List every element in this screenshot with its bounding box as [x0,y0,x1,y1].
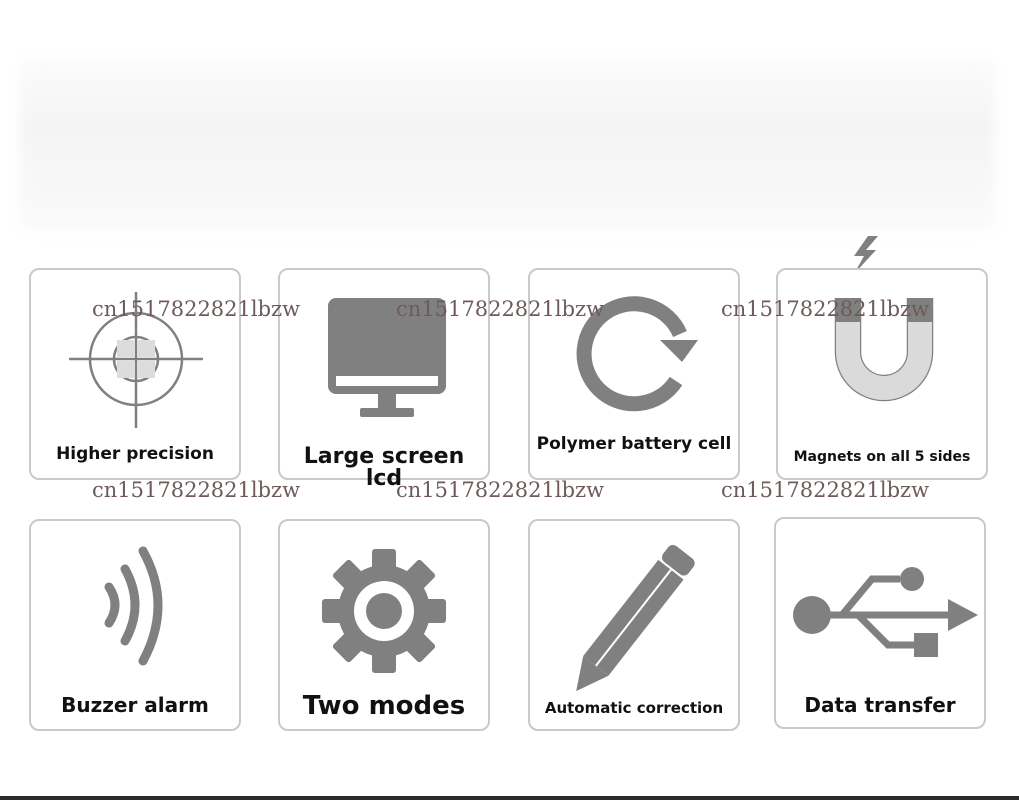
refresh-arrow-icon [576,296,698,412]
monitor-icon [328,298,446,417]
feature-card-data-transfer: Data transfer [774,517,986,729]
feature-label: Large screen lcd [303,444,465,491]
usb-icon [793,567,978,657]
sound-waves-icon [104,546,163,666]
feature-label: Higher precision [56,444,214,464]
feature-label: Polymer battery cell [536,434,732,454]
watermark-text: cn1517822821lbzw [396,297,605,321]
watermark-text: cn1517822821lbzw [721,297,930,321]
feature-card-polymer-battery: Polymer battery cell [528,268,740,480]
feature-label: Magnets on all 5 sides [793,449,971,465]
watermark-text: cn1517822821lbzw [92,297,301,321]
crosshair-icon [69,292,203,428]
feature-card-buzzer-alarm: Buzzer alarm [29,519,241,731]
feature-card-magnets: Magnets on all 5 sides [776,268,988,480]
feature-label: Data transfer [804,693,956,717]
feature-card-higher-precision: Higher precision [29,268,241,480]
feature-card-large-screen: Large screen lcd [278,268,490,490]
feature-card-two-modes: Two modes [278,519,490,731]
feature-card-automatic-correction: Automatic correction [528,519,740,731]
feature-label: Two modes [302,691,466,721]
faded-header-band [20,60,995,230]
bottom-divider [0,796,1019,800]
gear-icon [322,549,446,673]
magnet-icon [834,298,934,402]
watermark-text: cn1517822821lbzw [396,478,605,502]
watermark-text: cn1517822821lbzw [721,478,930,502]
watermark-text: cn1517822821lbzw [92,478,301,502]
feature-label: Buzzer alarm [61,693,209,717]
feature-label: Automatic correction [544,699,724,717]
pencil-icon [576,544,695,692]
